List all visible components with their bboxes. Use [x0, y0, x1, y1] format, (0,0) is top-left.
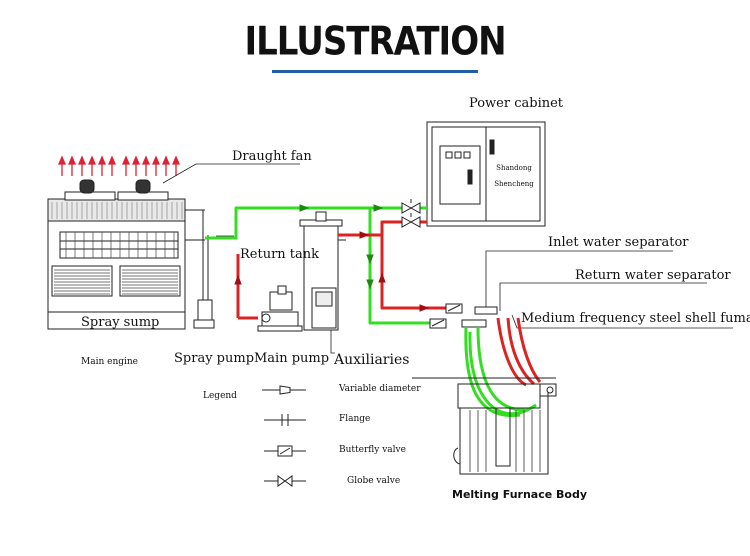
leader-lines [162, 163, 733, 354]
power-cabinet [426, 121, 546, 227]
title-underline [272, 70, 478, 73]
exhaust-arrow-icon [132, 155, 140, 176]
melting-furnace [412, 377, 557, 475]
legend-item-globe-valve: Globe valve [347, 476, 401, 486]
label-medium-frequency-furnace: Medium frequency steel shell fumace [521, 311, 750, 326]
furnace-hoses [464, 317, 542, 418]
label-inlet-water-separator: Inlet water separator [548, 235, 689, 250]
label-auxiliaries: Auxiliaries [334, 352, 410, 368]
butterfly-valve-icon [264, 445, 306, 457]
exhaust-arrow-icon [142, 155, 150, 176]
exhaust-arrow-icon [172, 155, 180, 176]
globe-valve-legend-icon [264, 475, 306, 487]
label-return-water-separator: Return water separator [575, 268, 731, 283]
main-pump [257, 285, 303, 332]
globe-valve-icon [401, 199, 421, 228]
legend-item-butterfly-valve: Butterfly valve [339, 445, 406, 455]
supply-pipes [205, 206, 444, 325]
spray-pump [193, 210, 215, 329]
cabinet-brand-line2: Shencheng [494, 180, 534, 188]
legend-symbols [262, 385, 306, 487]
return-tank [299, 211, 346, 331]
legend-title: Legend [203, 391, 237, 401]
reducer-icon [262, 385, 306, 395]
page-title: ILLUSTRATION [244, 19, 506, 65]
label-spray-sump: Spray sump [81, 315, 160, 330]
exhaust-arrow-icon [162, 155, 170, 176]
legend-item-variable-diameter: Variable diameter [339, 384, 421, 394]
return-pipes [236, 220, 446, 320]
exhaust-arrow-icon [78, 155, 86, 176]
flange-icon [264, 414, 306, 426]
label-power-cabinet: Power cabinet [469, 96, 564, 111]
exhaust-arrow-icon [98, 155, 106, 176]
label-return-tank: Return tank [240, 247, 320, 262]
exhaust-arrow-icon [122, 155, 130, 176]
flow-arrows [234, 204, 430, 312]
exhaust-arrow-icon [68, 155, 76, 176]
label-melting-furnace-body: Melting Furnace Body [452, 488, 588, 501]
main-engine [47, 179, 205, 330]
exhaust-arrow-icon [58, 155, 66, 176]
exhaust-arrows [58, 155, 180, 176]
legend-item-flange: Flange [339, 414, 371, 424]
label-spray-pump: Spray pump [174, 351, 255, 366]
exhaust-arrow-icon [152, 155, 160, 176]
label-main-engine: Main engine [81, 357, 139, 367]
cabinet-brand-line1: Shandong [496, 164, 532, 172]
exhaust-arrow-icon [88, 155, 96, 176]
exhaust-arrow-icon [108, 155, 116, 176]
label-main-pump: Main pump [254, 351, 330, 366]
label-draught-fan: Draught fan [232, 149, 312, 164]
